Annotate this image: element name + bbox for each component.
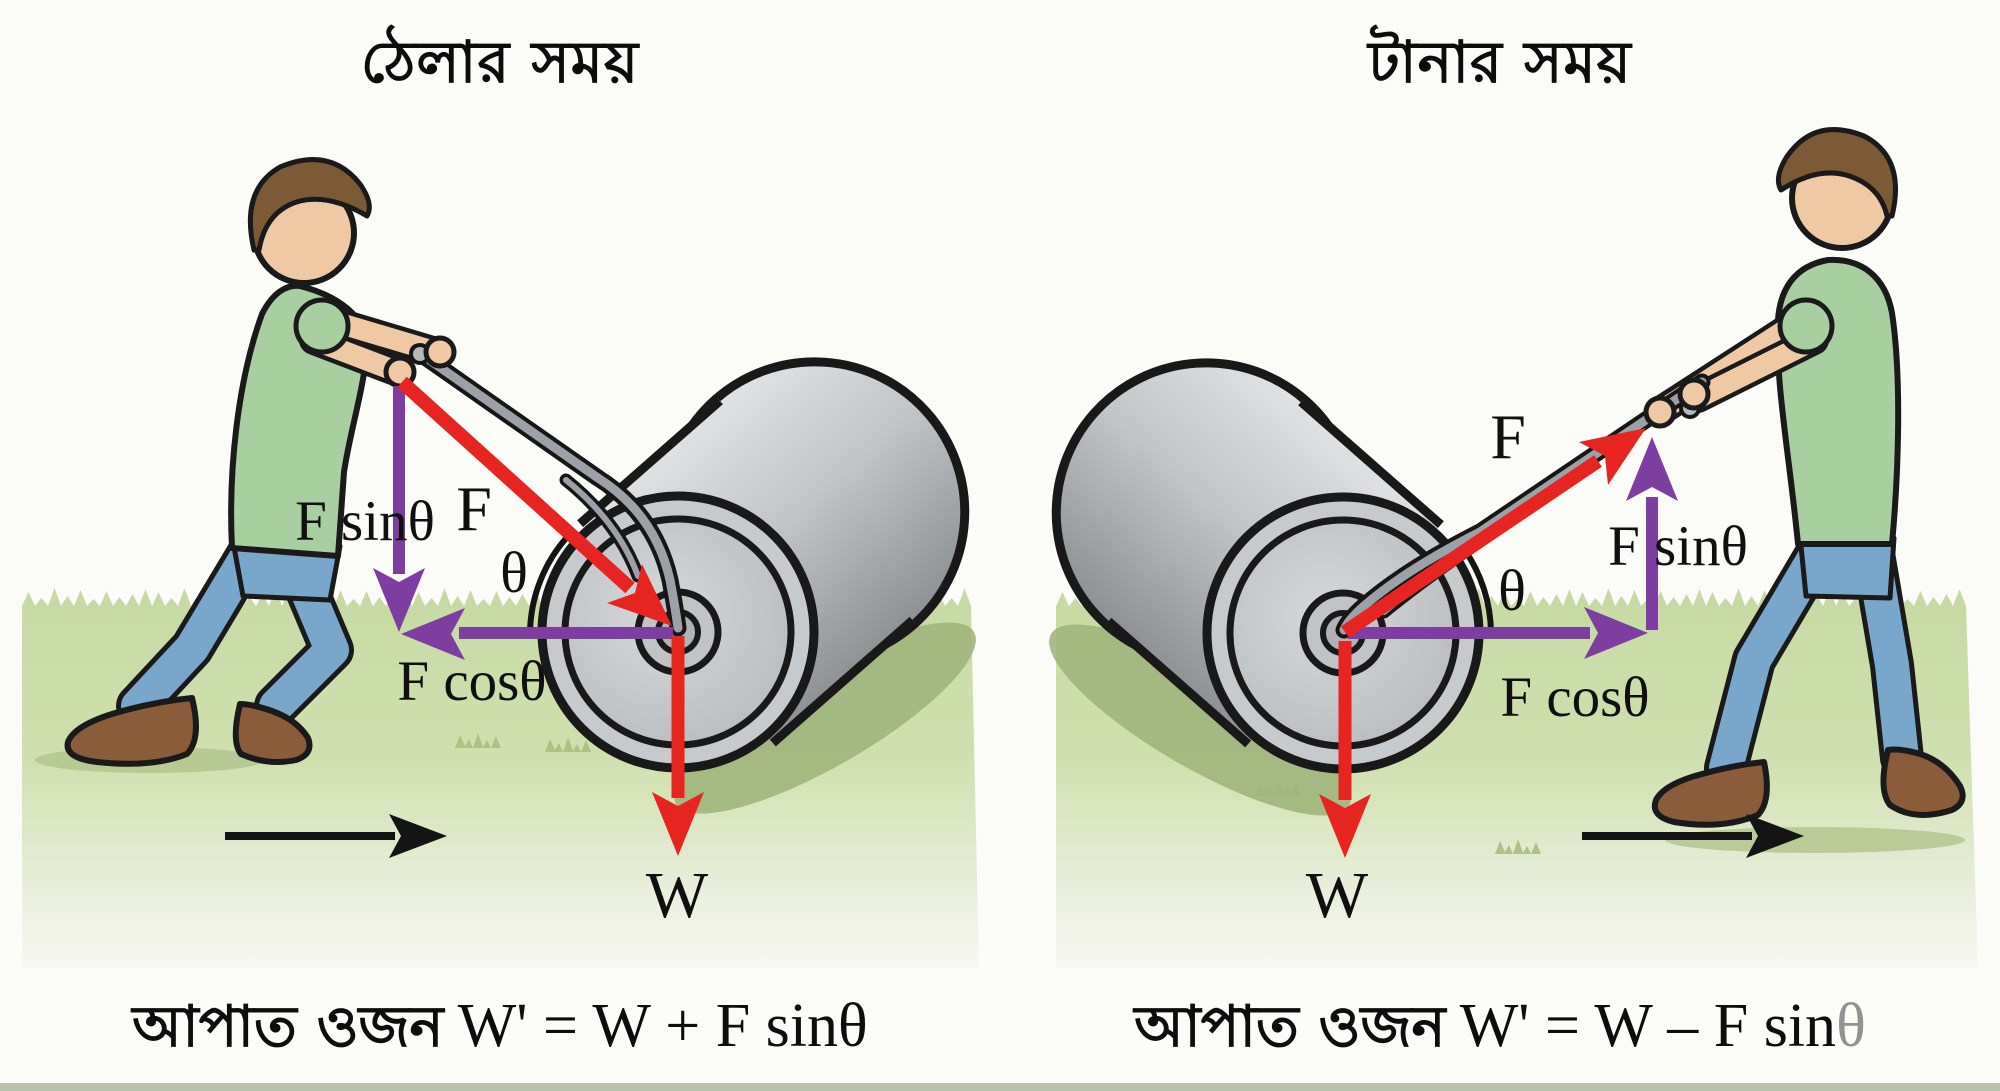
angle-label: θ — [500, 540, 528, 605]
force-arrow-left — [397, 376, 672, 626]
handle-bracket — [563, 477, 641, 579]
formula-gray-theta: θ — [1836, 992, 1866, 1060]
left-title-text: ঠেলার সময় — [360, 28, 640, 96]
pusher-back-leg — [121, 531, 269, 723]
formula-body: W' = W – F sin — [1459, 992, 1837, 1060]
weight-arrow-right — [1319, 641, 1371, 858]
force-arrow-right — [1341, 428, 1646, 638]
weight-label: W — [1306, 859, 1369, 932]
handle-left — [409, 343, 687, 637]
weight-arrow-left — [652, 636, 704, 856]
f-sin-label: F sinθ — [295, 490, 435, 553]
pusher-hand — [423, 335, 457, 369]
f-cos-arrowhead — [1584, 607, 1648, 659]
motion-arrow-right — [1582, 814, 1804, 858]
puller-front-leg — [1709, 528, 1839, 785]
f-sin-label: F sinθ — [1608, 515, 1748, 578]
left-panel-title: ঠেলার সময় — [0, 18, 1000, 115]
f-sin-arrow-left — [373, 386, 425, 632]
angle-arc-left — [527, 533, 571, 634]
motion-arrowhead — [1746, 814, 1804, 858]
f-sin-arrowhead — [373, 568, 425, 632]
right-panel-pulling: F θ F sinθ F cosθ W — [1049, 127, 1978, 968]
force-arrowhead — [607, 564, 672, 626]
force-arrow-shaft — [1341, 455, 1602, 638]
pusher-figure — [64, 157, 451, 767]
handle-shaft — [413, 347, 683, 633]
f-cos-label: F cosθ — [1500, 666, 1649, 729]
puller-hair — [1775, 127, 1898, 219]
roller-body-bottom-edge — [1105, 617, 1252, 748]
f-cos-label: F cosθ — [397, 650, 546, 713]
left-panel-pushing: F sinθ F θ F cosθ W — [22, 157, 979, 968]
formula-prefix: আপাত ওজন — [132, 994, 444, 1060]
formula-body: W' = W + F sinθ — [457, 992, 868, 1060]
puller-front-shoe — [1651, 759, 1770, 828]
force-label: F — [1490, 401, 1526, 472]
puller-hand — [1643, 395, 1677, 429]
puller-hand — [1677, 377, 1711, 411]
formula-prefix: আপাত ওজন — [1134, 994, 1446, 1060]
motion-arrow-left — [225, 814, 447, 858]
pusher-hair — [247, 157, 372, 253]
force-arrowhead — [1579, 428, 1646, 485]
apparent-weight-formula-right: আপাত ওজন W' = W – F sinθ — [1000, 984, 2000, 1079]
weight-arrowhead — [1319, 794, 1371, 858]
apparent-weight-formula-left: আপাত ওজন W' = W + F sinθ — [0, 984, 1000, 1079]
pusher-back-shoe — [64, 695, 199, 767]
f-cos-arrow-left — [401, 608, 673, 660]
roller-shadow — [674, 622, 976, 814]
force-label: F — [456, 473, 492, 544]
weight-label: W — [646, 859, 709, 932]
weight-arrowhead — [652, 792, 704, 856]
roller-body-bottom-edge — [769, 616, 916, 747]
roller-body-top-edge — [577, 397, 723, 528]
f-cos-arrow-right — [1348, 607, 1648, 659]
f-cos-arrowhead — [401, 608, 465, 660]
pusher-front-shoe — [232, 701, 313, 765]
angle-label: θ — [1498, 558, 1526, 623]
right-panel-title: টানার সময় — [1000, 18, 2000, 115]
force-arrow-shaft — [397, 376, 635, 594]
motion-arrowhead — [389, 814, 447, 858]
roller-body-top-edge — [1298, 398, 1444, 529]
roller-shadow — [1049, 624, 1351, 816]
f-sin-arrow-right — [1626, 437, 1678, 630]
puller-back-shoe — [1880, 746, 1966, 818]
puller-sleeve — [1777, 297, 1835, 355]
f-sin-arrowhead — [1626, 437, 1678, 501]
puller-figure — [1647, 127, 1966, 828]
pusher-sleeve — [293, 297, 351, 355]
bottom-border-strip — [0, 1083, 2000, 1091]
right-title-text: টানার সময় — [1368, 28, 1632, 96]
